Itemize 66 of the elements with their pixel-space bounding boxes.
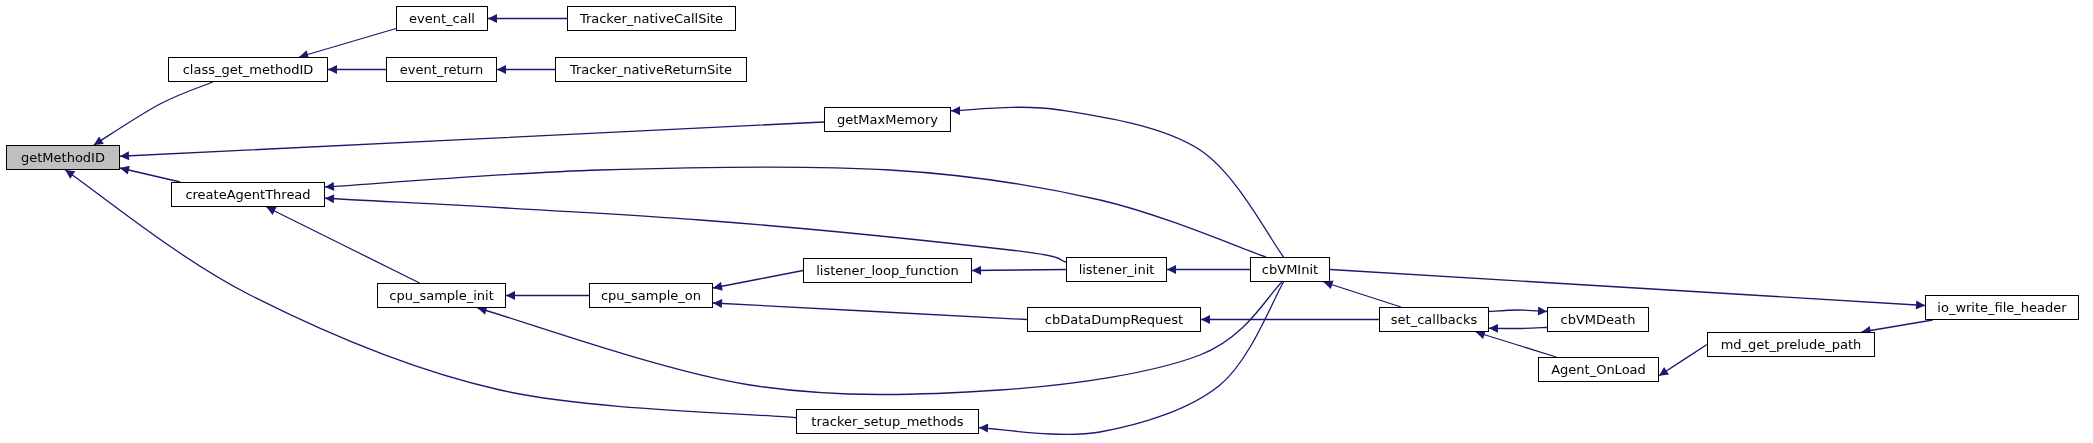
call-arrow [93,81,214,146]
function-box [567,6,736,31]
call-arrow [324,166,1267,258]
call-arrow [496,65,556,74]
function-box [803,258,972,283]
call-arrow [298,27,397,59]
function-name: getMaxMemory [836,112,939,127]
function-name: event_return [399,62,484,77]
function-box [377,283,506,308]
call-arrow [978,281,1285,436]
call-arrow [119,121,825,161]
function-name: event_call [409,11,475,26]
function-name: listener_loop_function [816,263,959,278]
function-box [1379,307,1489,332]
call-arrow [327,65,387,74]
function-name: set_callbacks [1390,312,1478,327]
call-arrow [64,169,797,419]
function-box [171,182,325,207]
call-arrow [505,291,590,300]
function-box [1707,332,1875,357]
call-arrow [1475,330,1557,358]
function-box [168,57,328,82]
call-arrow [1200,315,1380,324]
function-name: getMethodID [21,150,105,165]
function-name: createAgentThread [185,187,311,202]
call-arrow [324,194,1067,263]
function-name: io_write_file_header [1937,300,2067,315]
function-name: class_get_methodID [182,62,314,77]
call-arrow [712,269,804,291]
function-name: cpu_sample_on [600,288,702,303]
function-name: listener_init [1078,262,1155,277]
function-name: cbVMDeath [1560,312,1636,327]
call-arrow [971,265,1067,275]
function-box [1547,307,1649,332]
function-name: md_get_prelude_path [1720,337,1862,352]
function-box [824,107,951,132]
function-name: tracker_setup_methods [811,414,964,429]
function-box [589,283,713,308]
call-arrow [487,14,568,23]
function-name: Agent_OnLoad [1551,362,1646,377]
call-arrow [950,105,1285,258]
function-name: cbVMInit [1261,262,1319,277]
call-arrow [265,206,421,284]
function-box [386,57,497,82]
function-box [396,6,488,31]
function-box [1250,257,1330,282]
function-name: Tracker_nativeReturnSite [569,62,733,77]
function-box [1925,295,2079,320]
function-name: cpu_sample_init [389,288,494,303]
function-name: cbDataDumpRequest [1044,312,1184,327]
highlighted-function-box [6,145,120,170]
call-arrow [1322,280,1402,308]
function-box [796,409,979,434]
call-arrow [1488,323,1548,333]
call-arrow [712,299,1028,321]
function-box [1538,357,1659,382]
call-arrow [1658,343,1708,377]
function-name: Tracker_nativeCallSite [579,11,724,26]
function-box [1027,307,1201,332]
call-arrow [476,281,1283,396]
function-box [555,57,747,82]
function-box [1066,257,1167,282]
call-arrow [1488,306,1548,316]
call-arrow [119,165,181,183]
call-arrow [1166,265,1251,274]
call-arrow [1329,268,1926,310]
